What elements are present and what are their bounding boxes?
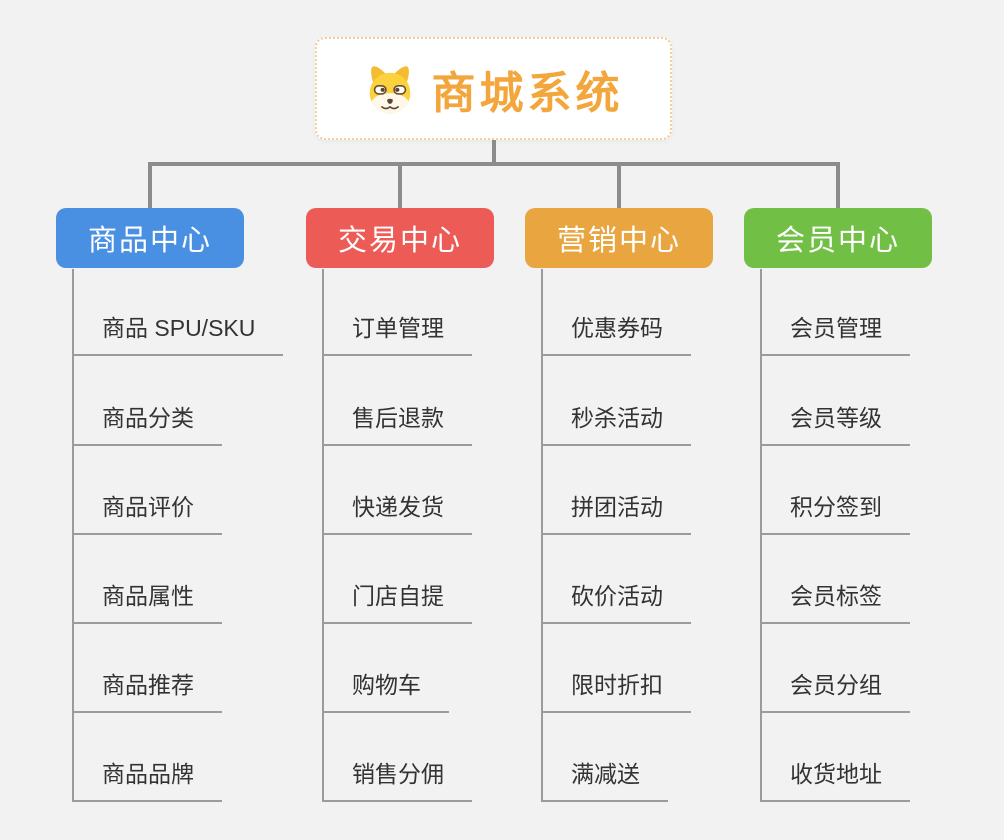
leaf-item[interactable]: 商品属性	[72, 580, 222, 624]
connector-drop-2	[398, 164, 402, 208]
leaf-item[interactable]: 拼团活动	[541, 491, 691, 535]
leaf-item[interactable]: 售后退款	[322, 402, 472, 446]
leaf-item[interactable]: 商品推荐	[72, 669, 222, 713]
branch-node-marketing-center[interactable]: 营销中心	[525, 208, 713, 268]
dog-face-icon	[369, 65, 410, 113]
leaf-item[interactable]: 门店自提	[322, 580, 472, 624]
connector-root-drop	[492, 140, 496, 164]
leaf-item[interactable]: 满减送	[541, 758, 668, 802]
branch-node-product-center[interactable]: 商品中心	[56, 208, 244, 268]
trunk-line	[72, 269, 74, 802]
leaf-item[interactable]: 积分签到	[760, 491, 910, 535]
leaf-item[interactable]: 商品分类	[72, 402, 222, 446]
leaf-item[interactable]: 商品 SPU/SKU	[72, 312, 284, 356]
connector-horizontal	[148, 162, 840, 166]
branch-children-product-center: 商品 SPU/SKU 商品分类 商品评价 商品属性 商品推荐 商品品牌	[72, 269, 312, 809]
leaf-item[interactable]: 销售分佣	[322, 758, 472, 802]
connector-drop-3	[617, 164, 621, 208]
leaf-item[interactable]: 秒杀活动	[541, 402, 691, 446]
branch-children-marketing-center: 优惠券码 秒杀活动 拼团活动 砍价活动 限时折扣 满减送	[541, 269, 781, 809]
trunk-line	[322, 269, 324, 802]
root-title: 商城系统	[431, 68, 624, 118]
trunk-line	[541, 269, 543, 802]
leaf-item[interactable]: 会员等级	[760, 402, 910, 446]
connector-drop-1	[148, 164, 152, 208]
leaf-item[interactable]: 限时折扣	[541, 669, 691, 713]
root-node[interactable]: 商城系统	[315, 37, 672, 140]
leaf-item[interactable]: 商品评价	[72, 491, 222, 535]
leaf-item[interactable]: 商品品牌	[72, 758, 222, 802]
leaf-item[interactable]: 优惠券码	[541, 312, 691, 356]
leaf-item[interactable]: 收货地址	[760, 758, 910, 802]
leaf-item[interactable]: 会员标签	[760, 580, 910, 624]
leaf-item[interactable]: 快递发货	[322, 491, 472, 535]
leaf-item[interactable]: 会员分组	[760, 669, 910, 713]
branch-children-member-center: 会员管理 会员等级 积分签到 会员标签 会员分组 收货地址	[760, 269, 1000, 809]
branch-children-trade-center: 订单管理 售后退款 快递发货 门店自提 购物车 销售分佣	[322, 269, 562, 809]
leaf-item[interactable]: 砍价活动	[541, 580, 691, 624]
leaf-item[interactable]: 会员管理	[760, 312, 910, 356]
leaf-item[interactable]: 购物车	[322, 669, 449, 713]
connector-drop-4	[836, 164, 840, 208]
trunk-line	[760, 269, 762, 802]
leaf-item[interactable]: 订单管理	[322, 312, 472, 356]
branch-node-trade-center[interactable]: 交易中心	[306, 208, 494, 268]
branch-node-member-center[interactable]: 会员中心	[744, 208, 932, 268]
